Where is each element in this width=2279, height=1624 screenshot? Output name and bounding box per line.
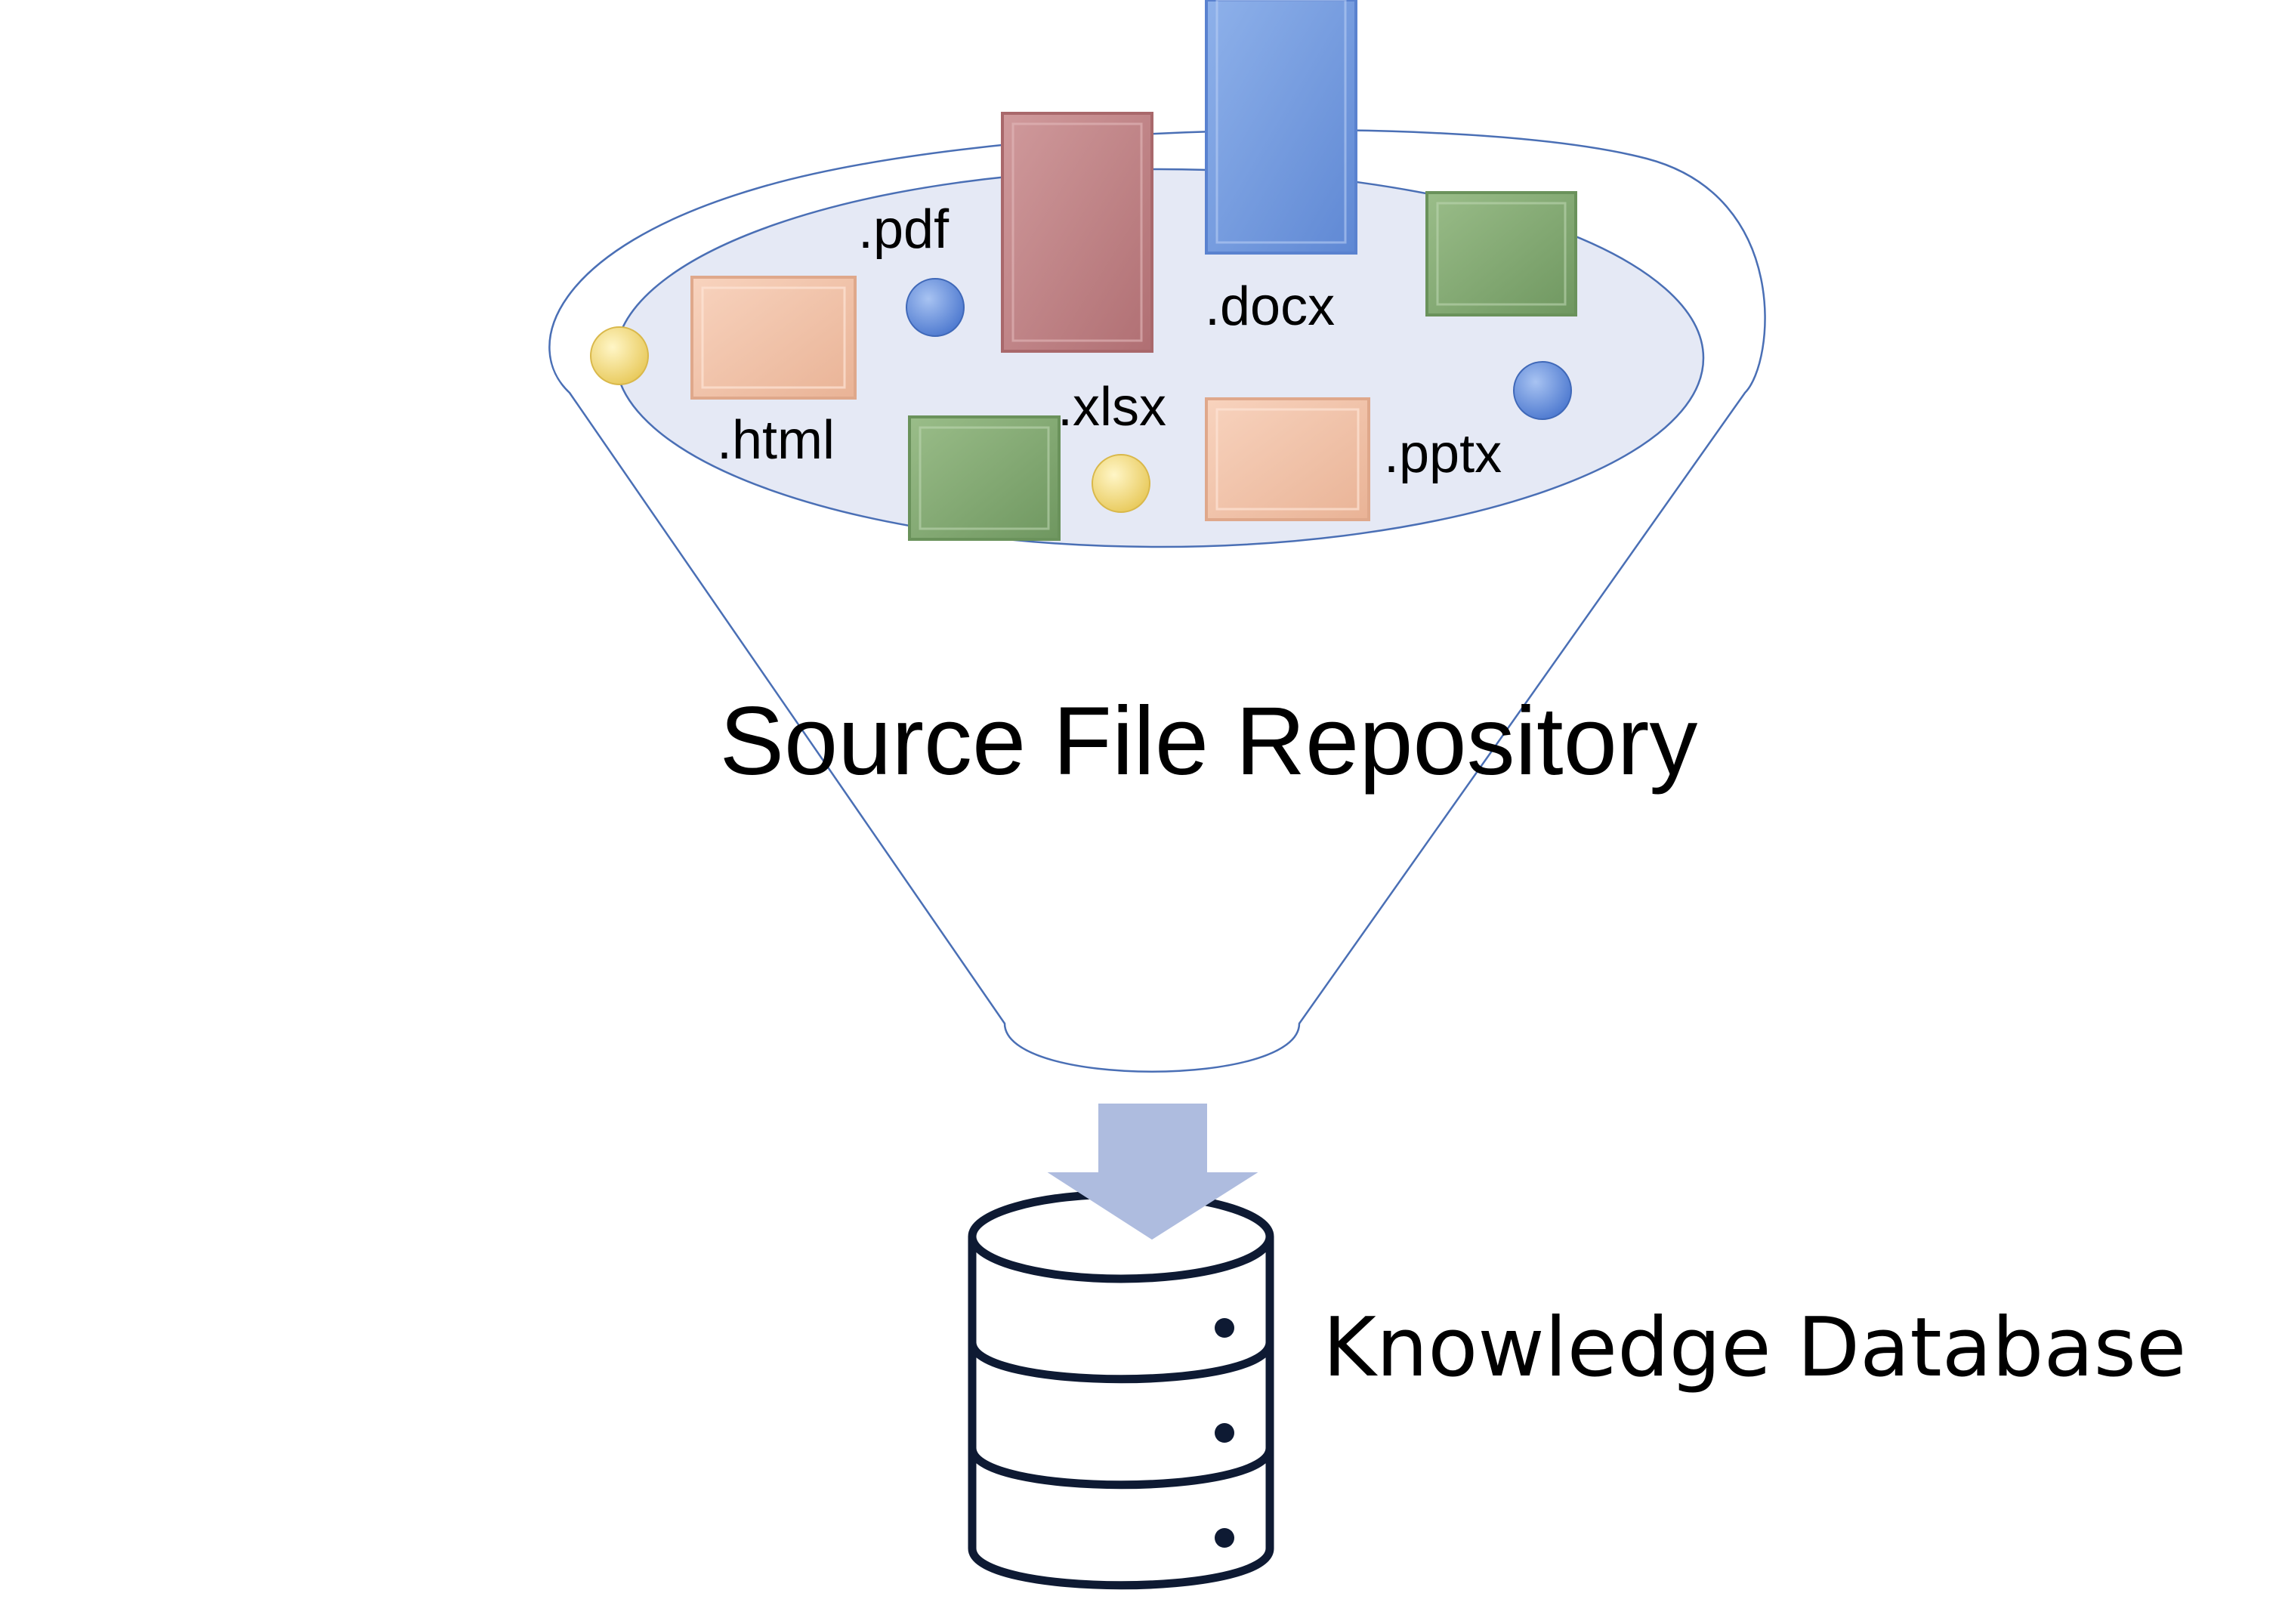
yellow-dot-middle xyxy=(1092,454,1150,513)
funnel-outline xyxy=(548,128,1766,1073)
pdf-label: .pdf xyxy=(858,199,950,260)
blue-dot-right xyxy=(1513,361,1572,420)
red-file-block xyxy=(1001,112,1153,353)
database-icon xyxy=(968,1190,1274,1590)
docx-label: .docx xyxy=(1205,276,1335,337)
html-label: .html xyxy=(717,410,835,471)
peach-file-block-right xyxy=(1205,397,1370,521)
blue-dot-pdf xyxy=(906,278,965,337)
file-shapes xyxy=(590,0,1577,541)
down-arrow-icon xyxy=(1047,1104,1258,1240)
yellow-dot-left xyxy=(590,326,649,385)
funnel-title: Source File Repository xyxy=(720,687,1698,795)
database-label: Knowledge Database xyxy=(1323,1301,2186,1395)
xlsx-label: .xlsx xyxy=(1058,377,1166,437)
green-file-block-top xyxy=(1425,191,1577,316)
pptx-label: .pptx xyxy=(1384,424,1502,484)
peach-file-block-left xyxy=(690,276,857,400)
green-file-block-bottom xyxy=(908,415,1061,541)
blue-file-block xyxy=(1205,0,1357,255)
